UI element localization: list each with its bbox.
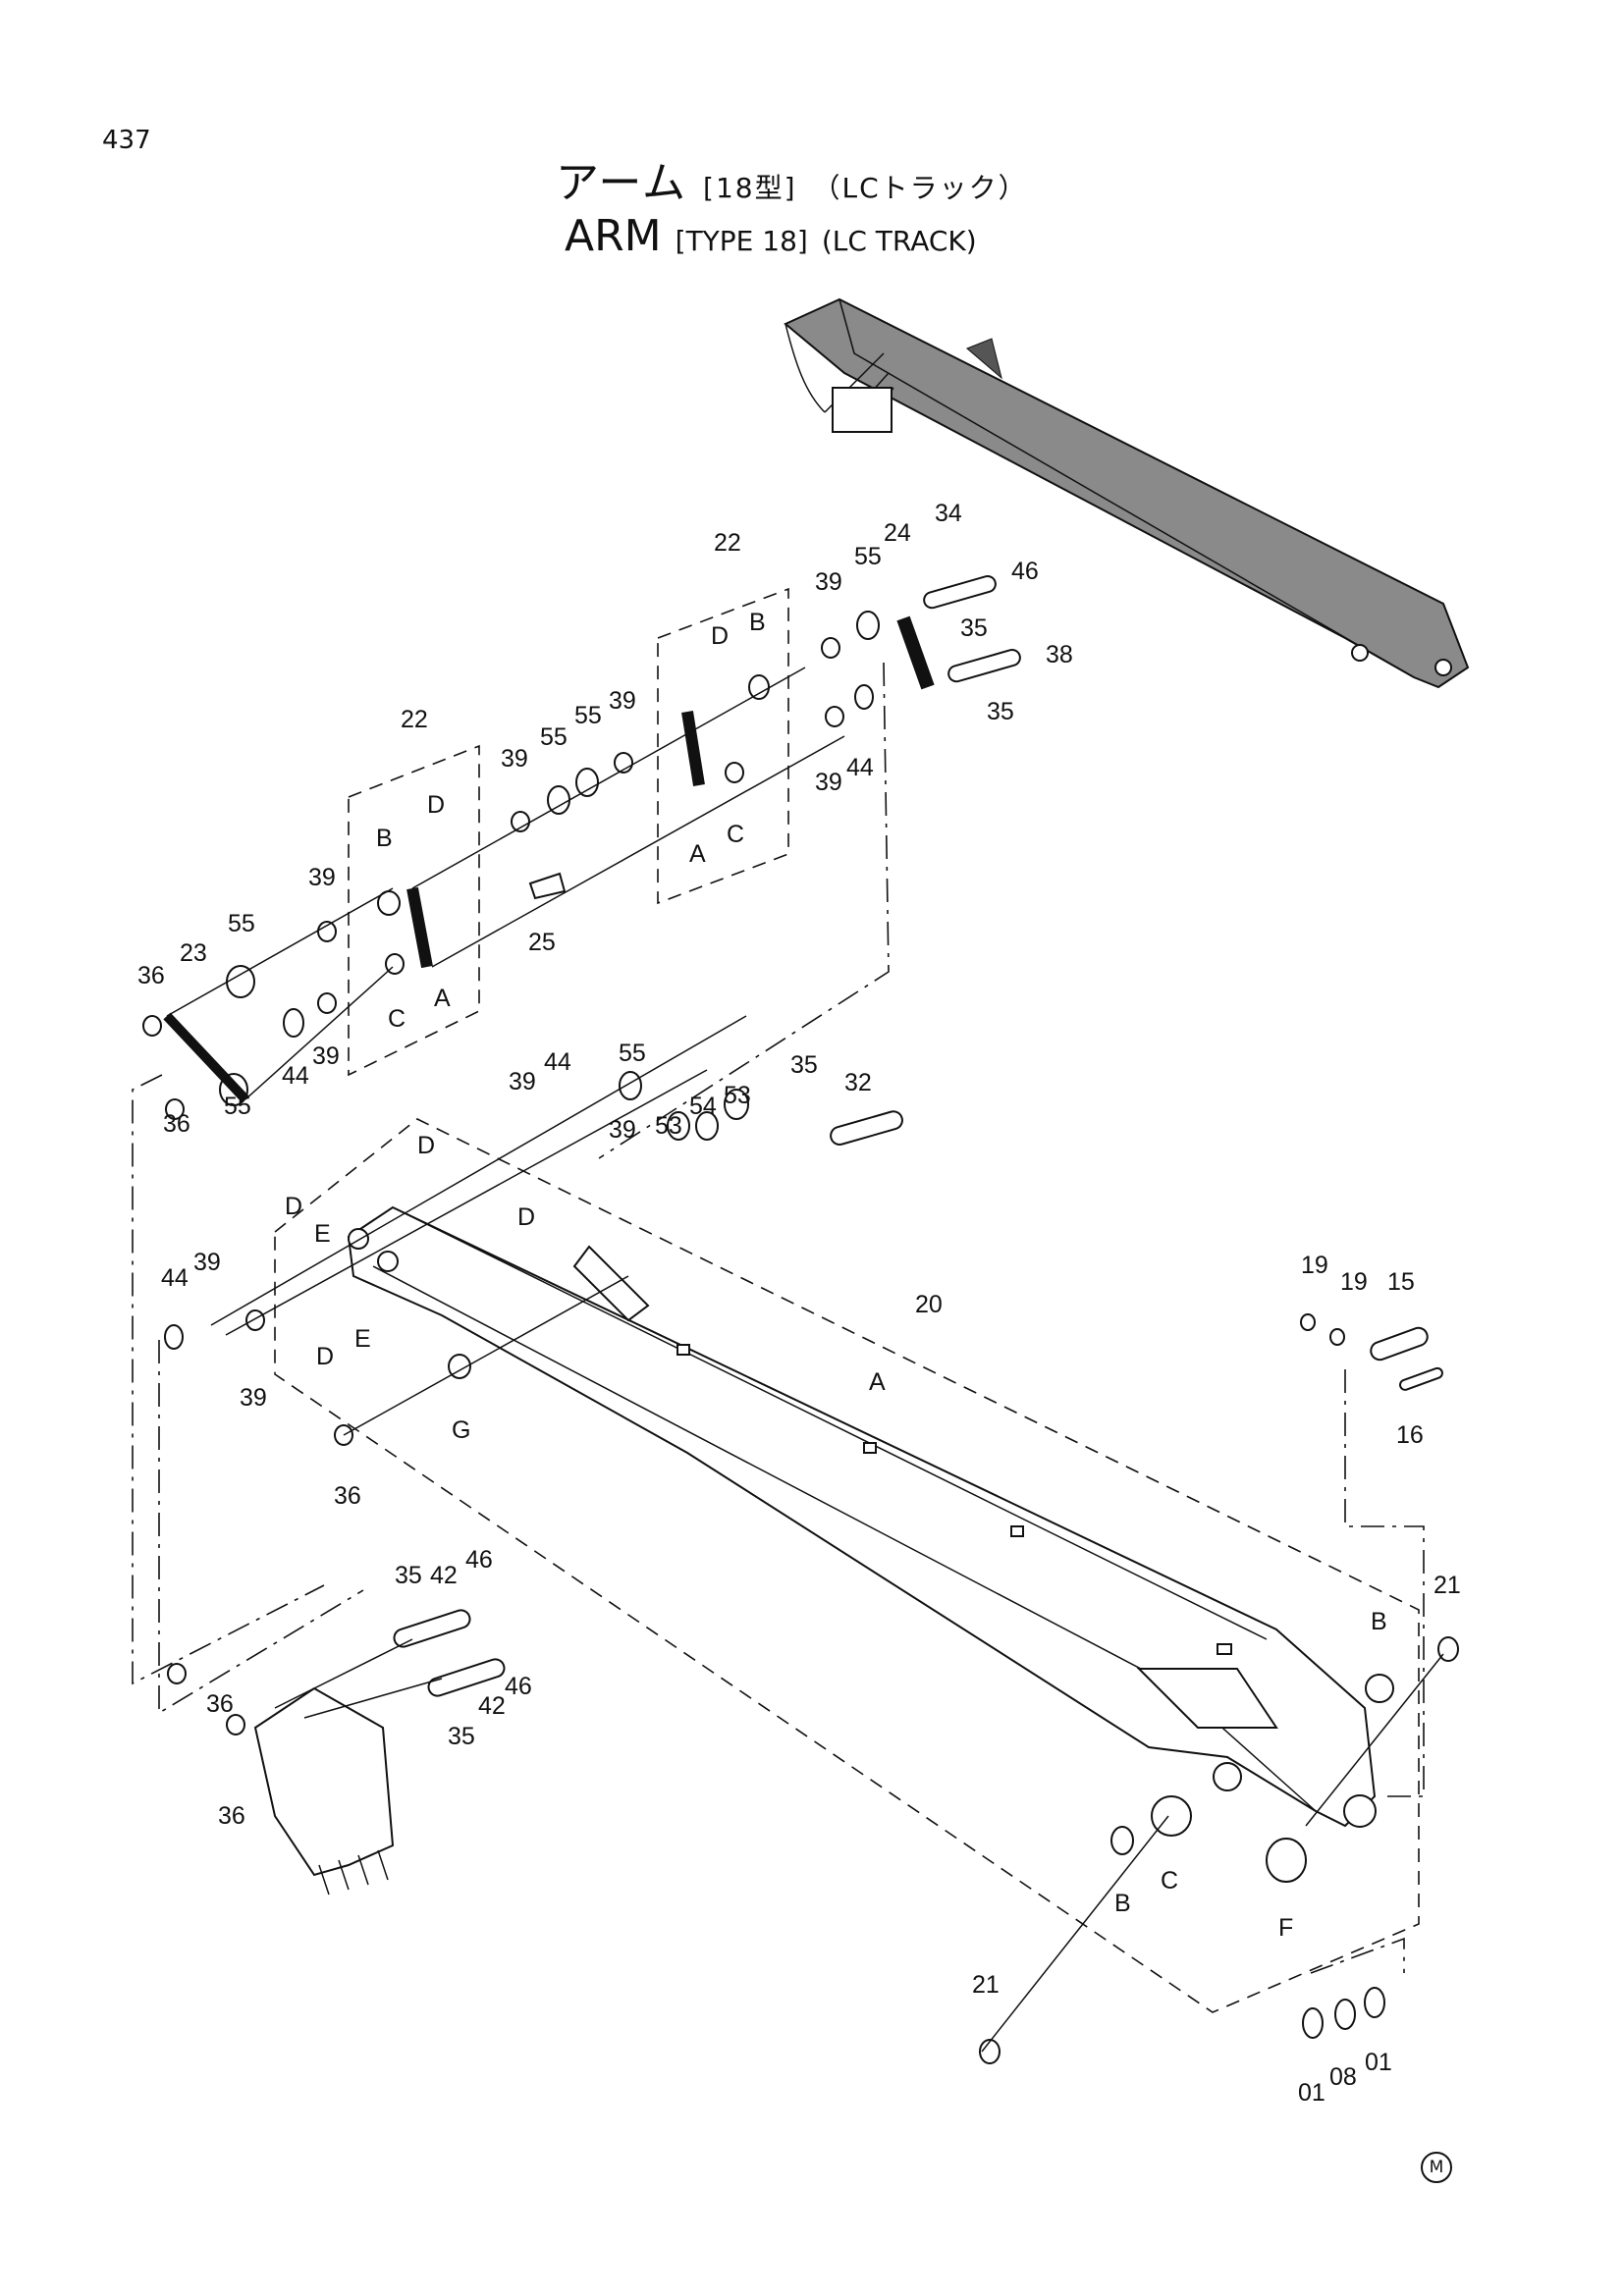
callout-08: 08 xyxy=(1329,2063,1357,2091)
callout-36: 36 xyxy=(218,1802,245,1830)
callout-B: B xyxy=(1114,1890,1131,1917)
callout-36: 36 xyxy=(334,1482,361,1510)
title-english: ARM [TYPE 18] (LC TRACK) xyxy=(565,211,977,261)
callout-G: G xyxy=(452,1416,470,1444)
callout-C: C xyxy=(1161,1867,1178,1895)
callout-F: F xyxy=(1278,1914,1293,1942)
trademark-symbol: M xyxy=(1421,2152,1452,2183)
callout-21: 21 xyxy=(1434,1572,1461,1599)
callout-E: E xyxy=(314,1220,331,1248)
callout-19: 19 xyxy=(1301,1252,1328,1279)
callout-55: 55 xyxy=(854,543,882,570)
callout-53: 53 xyxy=(724,1082,751,1109)
callout-44: 44 xyxy=(846,754,874,781)
title-en-variant: (LC TRACK) xyxy=(821,225,977,257)
callout-34: 34 xyxy=(935,500,962,527)
callout-21: 21 xyxy=(972,1971,1000,1999)
callout-22: 22 xyxy=(401,706,428,733)
title-ja-main: アーム xyxy=(556,158,688,208)
callout-D: D xyxy=(417,1132,435,1159)
title-en-main: ARM xyxy=(565,211,662,261)
title-ja-variant: （LCトラック） xyxy=(812,172,1028,204)
callout-38: 38 xyxy=(1046,641,1073,668)
callout-22: 22 xyxy=(714,529,741,557)
callout-20: 20 xyxy=(915,1291,943,1318)
callout-A: A xyxy=(689,840,706,868)
callout-D: D xyxy=(427,791,445,819)
callout-32: 32 xyxy=(844,1069,872,1096)
callout-53: 53 xyxy=(655,1112,682,1140)
callout-A: A xyxy=(434,985,451,1012)
callout-36: 36 xyxy=(206,1690,234,1718)
callout-35: 35 xyxy=(448,1723,475,1750)
callout-44: 44 xyxy=(282,1062,309,1090)
callout-19: 19 xyxy=(1340,1268,1368,1296)
callout-B: B xyxy=(376,825,393,852)
callout-44: 44 xyxy=(161,1264,189,1292)
callout-01: 01 xyxy=(1298,2079,1325,2107)
callout-B: B xyxy=(1371,1608,1387,1635)
title-ja-type: [18型] xyxy=(703,172,797,204)
callout-42: 42 xyxy=(478,1692,506,1720)
callout-39: 39 xyxy=(609,687,636,715)
callout-C: C xyxy=(388,1005,406,1033)
callout-54: 54 xyxy=(689,1093,717,1120)
callout-D: D xyxy=(285,1193,302,1220)
callout-36: 36 xyxy=(137,962,165,989)
callout-A: A xyxy=(869,1368,886,1396)
callout-42: 42 xyxy=(430,1562,458,1589)
group-outlines xyxy=(132,587,1425,2013)
title-japanese: アーム [18型] （LCトラック） xyxy=(556,147,1028,210)
callout-39: 39 xyxy=(501,745,528,773)
callout-15: 15 xyxy=(1387,1268,1415,1296)
arm-overview-illustration xyxy=(784,297,1470,689)
callout-39: 39 xyxy=(815,769,842,796)
callout-55: 55 xyxy=(540,723,568,751)
callout-D: D xyxy=(316,1343,334,1370)
callout-35: 35 xyxy=(790,1051,818,1079)
callout-labels: 22 22 24 34 46 38 35 35 55 39 B D 39 44 … xyxy=(137,500,1461,2107)
callout-55: 55 xyxy=(224,1093,251,1120)
callout-55: 55 xyxy=(228,910,255,937)
callout-36: 36 xyxy=(163,1110,190,1138)
callout-24: 24 xyxy=(884,519,911,547)
page-number: 437 xyxy=(102,126,151,155)
callout-35: 35 xyxy=(960,614,988,642)
callout-39: 39 xyxy=(509,1068,536,1095)
callout-25: 25 xyxy=(528,929,556,956)
callout-35: 35 xyxy=(987,698,1014,725)
arm-body xyxy=(347,1205,1377,1828)
callout-B: B xyxy=(749,609,766,636)
callout-23: 23 xyxy=(180,939,207,967)
callout-16: 16 xyxy=(1396,1421,1424,1449)
callout-D: D xyxy=(517,1203,535,1231)
callout-46: 46 xyxy=(505,1673,532,1700)
callout-01: 01 xyxy=(1365,2049,1392,2076)
leader-lines xyxy=(166,667,1444,2053)
part-symbols xyxy=(142,575,1459,2064)
callout-55: 55 xyxy=(619,1040,646,1067)
callout-C: C xyxy=(727,821,744,848)
callout-39: 39 xyxy=(609,1116,636,1144)
callout-46: 46 xyxy=(465,1546,493,1574)
callout-44: 44 xyxy=(544,1048,571,1076)
callout-55: 55 xyxy=(574,702,602,729)
callout-39: 39 xyxy=(193,1249,221,1276)
callout-39: 39 xyxy=(312,1042,340,1070)
callout-39: 39 xyxy=(240,1384,267,1412)
callout-39: 39 xyxy=(815,568,842,596)
title-en-type: [TYPE 18] xyxy=(675,225,808,257)
callout-D: D xyxy=(711,622,729,650)
callout-39: 39 xyxy=(308,864,336,891)
callout-E: E xyxy=(354,1325,371,1353)
callout-46: 46 xyxy=(1011,558,1039,585)
callout-35: 35 xyxy=(395,1562,422,1589)
